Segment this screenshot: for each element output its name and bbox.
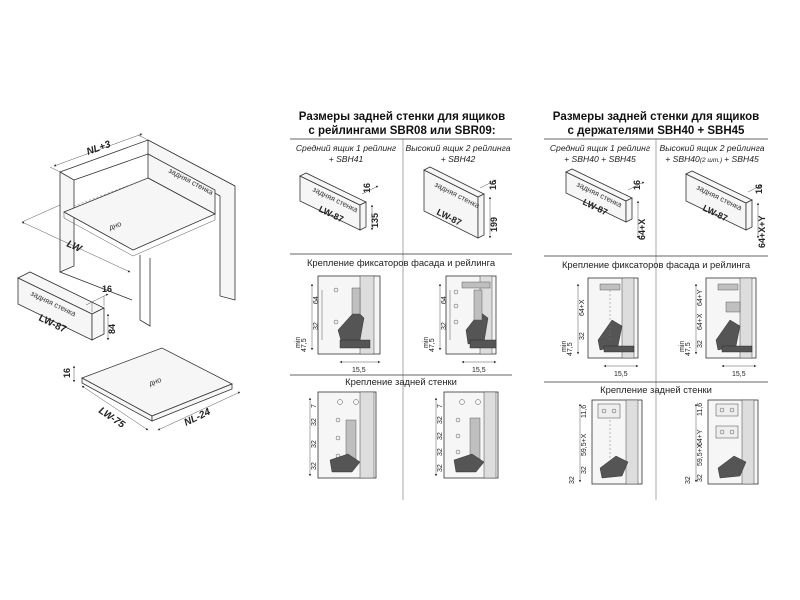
left-rear-detail-2: 7 32 32 32 32 (434, 391, 499, 479)
right-d1-64x: 64+X (579, 299, 586, 316)
left-d1-64: 64 (313, 296, 320, 304)
floor-dim-nl24: NL-24 (182, 406, 212, 428)
right-d2-32: 32 (697, 340, 704, 348)
dim-nl3: NL+3 (85, 139, 112, 158)
left-d1-32: 32 (313, 322, 320, 330)
right-r1-595x: 59,5+X (581, 433, 588, 456)
floor-label-bottom: дно (148, 375, 163, 388)
right-col2-line1: Высокий ящик 2 рейлинга (659, 143, 764, 153)
right-panel2-h: 64+X+Y (757, 215, 767, 248)
iso-floor-board: дно 16 LW-75 NL-24 (62, 347, 241, 431)
left-mount-detail-1: 64 32 47,5 min 15,5 (295, 275, 381, 374)
right-r1-32a: 32 (581, 466, 588, 474)
right-section2-title: Крепление задней стенки (600, 384, 712, 395)
left-r1-7: 7 (311, 404, 318, 408)
floor-dim-lw75: LW-75 (96, 405, 127, 431)
right-panel2-t: 16 (754, 184, 764, 194)
panel-dim-84: 84 (107, 324, 117, 334)
right-title-line2: с держателями SBH40 + SBH45 (568, 125, 746, 137)
right-d1-min: min (561, 341, 568, 352)
left-d1-min: min (295, 337, 302, 348)
right-d2-min: min (679, 341, 686, 352)
left-d2-32: 32 (441, 322, 448, 330)
left-d2-155: 15,5 (472, 367, 486, 374)
left-table: Размеры задней стенки для ящиков с рейли… (290, 111, 512, 500)
left-col1-line2: + SBH41 (329, 154, 364, 164)
left-section1-title: Крепление фиксаторов фасада и рейлинга (307, 257, 496, 268)
left-section2-title: Крепление задней стенки (345, 376, 457, 387)
right-rear-detail-1: 11,6 59,5+X 32 32 (569, 399, 643, 485)
right-rear-detail-2: 11,6 64+Y 59,5+X 32 32 (685, 399, 759, 485)
left-panel1-h: 135 (370, 213, 380, 228)
right-panel1-h: 64+X (637, 219, 647, 240)
left-d1-155: 15,5 (352, 367, 366, 374)
left-r2-32a: 32 (437, 416, 444, 424)
right-mount-detail-2: 64+Y 64+X 32 47,5 min 15,5 (679, 277, 757, 378)
left-rear-detail-1: 7 32 32 32 (308, 391, 377, 479)
right-d1-47: 47,5 (567, 342, 574, 356)
right-panel1-t: 16 (632, 180, 642, 190)
right-col1-line1: Средний ящик 1 рейлинг (550, 143, 651, 153)
iso-cabinet: NL+3 LW задняя стенка дно (21, 133, 236, 327)
right-r2-116: 11,6 (697, 403, 704, 416)
left-mount-detail-2: 64 32 47,5 min 15,5 (423, 275, 497, 374)
left-d2-min: min (423, 337, 430, 348)
right-r2-32b: 32 (685, 476, 692, 484)
right-mount-detail-1: 64+X 32 47,5 min 15,5 (561, 277, 639, 378)
right-col2-line2-c: + SBH45 (724, 154, 759, 164)
left-d1-47: 47,5 (301, 338, 308, 352)
left-r1-32a: 32 (311, 418, 318, 426)
left-d2-47: 47,5 (429, 338, 436, 352)
left-panel1-t: 16 (362, 183, 372, 193)
right-table: Размеры задней стенки для ящиков с держа… (544, 111, 768, 500)
right-d2-155: 15,5 (732, 371, 746, 378)
panel-dim-16: 16 (102, 284, 112, 294)
right-d2-64y: 64+Y (697, 289, 704, 306)
right-col2-line2: + SBH40(2 шт.)+ SBH45 (665, 154, 759, 164)
right-r2-595x: 59,5+X (697, 443, 704, 466)
left-r1-32c: 32 (311, 462, 318, 470)
floor-dim-16: 16 (62, 368, 72, 378)
right-d1-32: 32 (579, 332, 586, 340)
left-r1-32b: 32 (311, 440, 318, 448)
right-r1-116: 11,6 (581, 405, 588, 418)
right-d2-47: 47,5 (685, 342, 692, 356)
right-col2-line2-b: (2 шт.) (700, 157, 722, 164)
left-r2-32d: 32 (437, 464, 444, 472)
left-r2-32b: 32 (437, 432, 444, 440)
left-title-line1: Размеры задней стенки для ящиков (299, 111, 505, 123)
label-bottom: дно (108, 219, 123, 232)
right-col1-line2: + SBH40 + SBH45 (564, 154, 636, 164)
right-r2-32a: 32 (697, 474, 704, 482)
left-r2-32c: 32 (437, 448, 444, 456)
left-d2-64: 64 (441, 296, 448, 304)
right-r1-32b: 32 (569, 476, 576, 484)
right-d1-155: 15,5 (614, 371, 628, 378)
left-col2-line2: + SBH42 (441, 154, 476, 164)
iso-back-panel: задняя стенка LW-87 16 84 (17, 271, 117, 341)
left-panel2-h: 199 (489, 217, 499, 232)
left-col2-line1: Высокий ящик 2 рейлинга (405, 143, 510, 153)
left-r2-7: 7 (437, 404, 444, 408)
right-title-line1: Размеры задней стенки для ящиков (553, 111, 759, 123)
right-section1-title: Крепление фиксаторов фасада и рейлинга (562, 259, 751, 270)
right-d2-64x: 64+X (697, 313, 704, 330)
left-panel2-t: 16 (488, 180, 498, 190)
right-col2-line2-a: + SBH40 (665, 154, 700, 164)
right-r2-64y: 64+Y (697, 429, 704, 446)
left-col1-line1: Средний ящик 1 рейлинг (296, 143, 397, 153)
left-title-line2: с рейлингами SBR08 или SBR09: (308, 125, 495, 137)
